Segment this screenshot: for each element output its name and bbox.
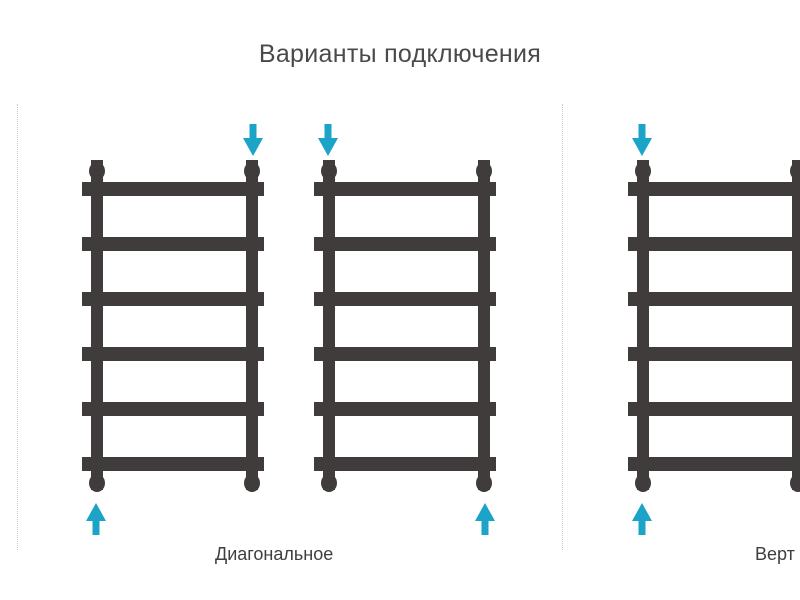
caption-diagonal: Диагональное bbox=[215, 544, 334, 564]
caption-vertical: Верт bbox=[755, 544, 795, 564]
arrow-down-icon bbox=[318, 124, 338, 156]
radiator-vertical-icon bbox=[628, 160, 800, 492]
arrow-down-icon bbox=[632, 124, 652, 156]
arrow-up-icon bbox=[632, 503, 652, 535]
divider-left bbox=[17, 104, 18, 550]
radiator-diagonal-2-icon bbox=[314, 160, 496, 492]
arrow-up-icon bbox=[86, 503, 106, 535]
radiator-diagonal-1-icon bbox=[82, 160, 264, 492]
page-title: Варианты подключения bbox=[258, 40, 542, 68]
divider-middle bbox=[562, 104, 563, 550]
arrow-down-icon bbox=[243, 124, 263, 156]
arrow-up-icon bbox=[475, 503, 495, 535]
